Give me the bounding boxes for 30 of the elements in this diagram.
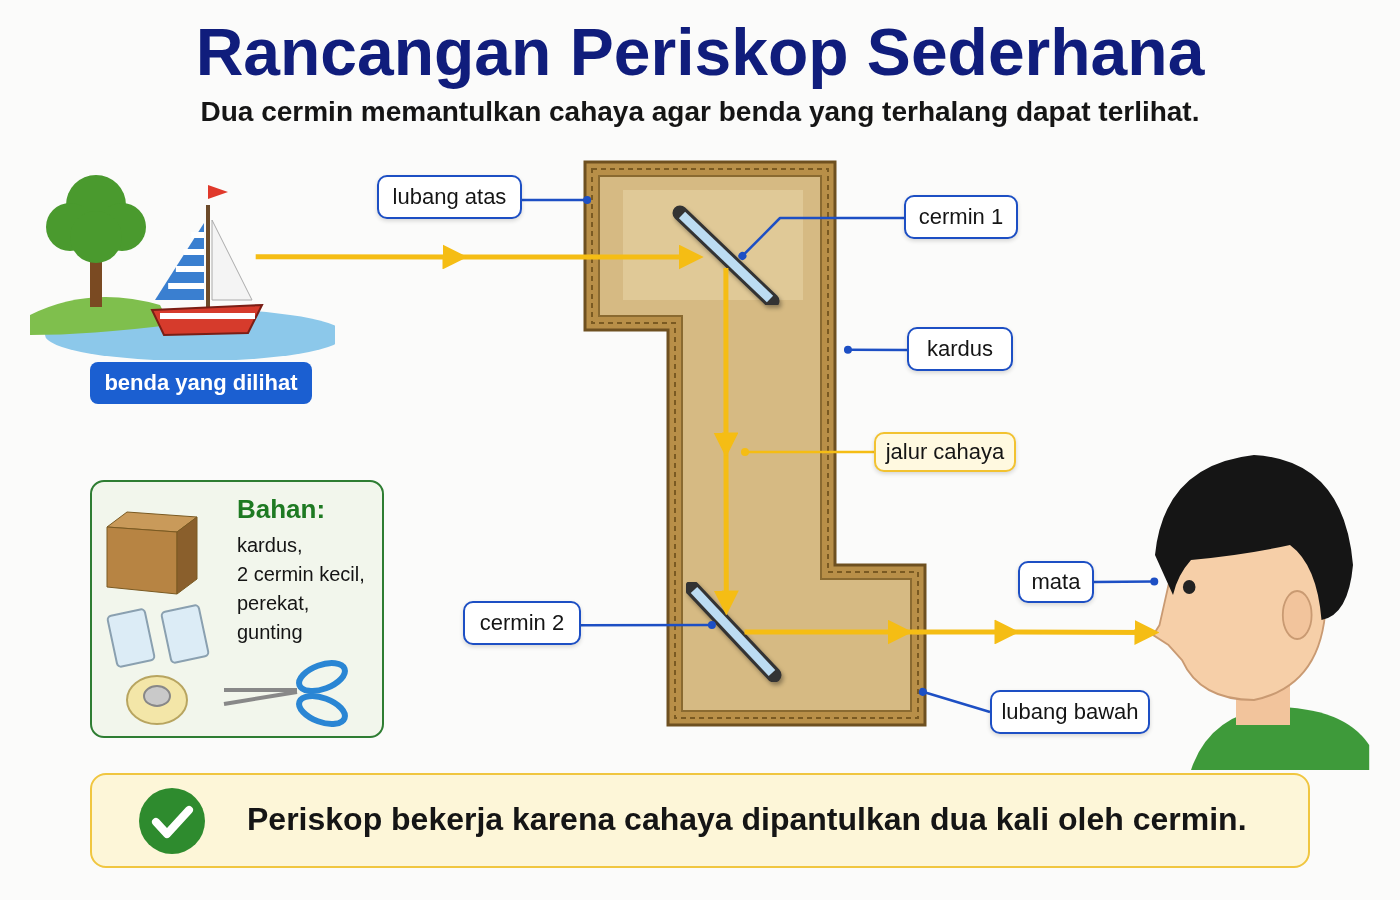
callout-label: cermin 2 bbox=[463, 601, 581, 645]
callout-label: lubang atas bbox=[377, 175, 522, 219]
materials-heading: Bahan: bbox=[237, 494, 326, 525]
materials-item: perekat, bbox=[237, 591, 310, 616]
leader-line bbox=[741, 448, 874, 456]
object-label: benda yang dilihat bbox=[90, 362, 312, 404]
light-ray-arrow bbox=[744, 619, 1159, 645]
callout-label: mata bbox=[1018, 561, 1094, 603]
callout-label: cermin 1 bbox=[904, 195, 1018, 239]
light-ray-arrow bbox=[255, 244, 704, 270]
callout-label: jalur cahaya bbox=[874, 432, 1016, 472]
callout-label: kardus bbox=[907, 327, 1013, 371]
mirror-drawing bbox=[686, 582, 782, 682]
materials-item: kardus, bbox=[237, 533, 303, 558]
materials-item: 2 cermin kecil, bbox=[237, 562, 365, 587]
light-ray-arrow bbox=[713, 268, 739, 615]
leader-line bbox=[843, 345, 907, 354]
subtitle: Dua cermin memantulkan cahaya agar benda yang terhalang dapat terlihat. bbox=[199, 96, 1201, 128]
leader-line bbox=[522, 195, 592, 204]
title: Rancangan Periskop Sederhana bbox=[194, 14, 1206, 91]
leader-line bbox=[1094, 577, 1159, 586]
callout-label: lubang bawah bbox=[990, 690, 1150, 734]
summary-text: Periskop bekerja karena cahaya dipantulkan dua kali oleh cermin. bbox=[247, 801, 1247, 838]
leader-line bbox=[581, 621, 716, 629]
materials-panel bbox=[90, 480, 384, 738]
summary-banner bbox=[90, 773, 1310, 868]
leader-line bbox=[918, 687, 991, 714]
mirror-drawing bbox=[672, 205, 782, 305]
leader-line bbox=[738, 216, 904, 260]
materials-item: gunting bbox=[237, 620, 303, 645]
